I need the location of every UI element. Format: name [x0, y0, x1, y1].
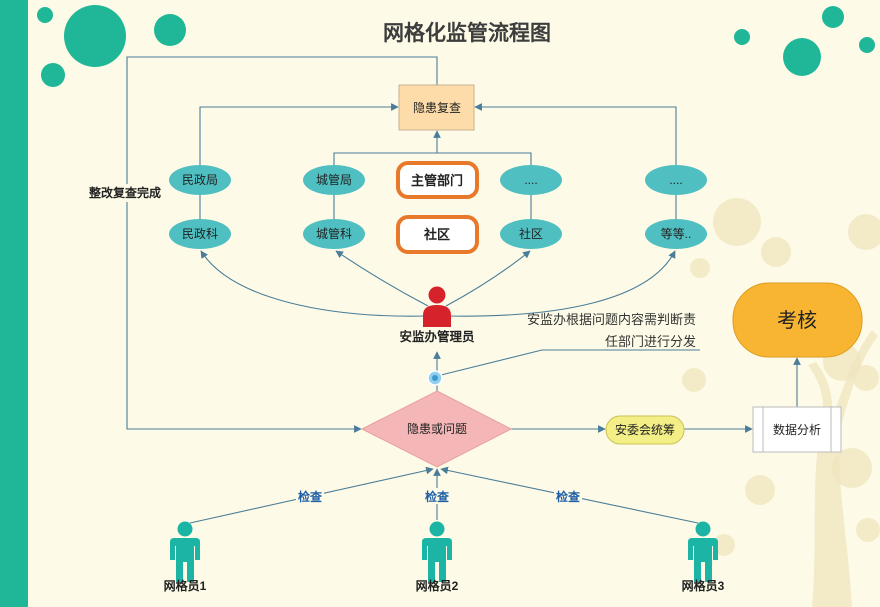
deco-circle [822, 6, 844, 28]
inspector-2-icon [422, 521, 452, 582]
dispatch-note-line1: 安监办根据问题内容需判断责 [527, 312, 696, 327]
loop-label-background [89, 184, 163, 202]
community-box-label: 社区 [423, 227, 450, 242]
check-label-background [423, 488, 451, 504]
committee-label: 安委会统筹 [615, 422, 675, 437]
dept-label: .... [669, 173, 682, 187]
competent-dept-box [396, 161, 479, 199]
analysis-node: 数据分析 [752, 406, 842, 453]
analysis-box [752, 406, 842, 453]
edge-other-to-recheck [474, 103, 677, 165]
annotation-leader-line [440, 349, 700, 376]
connector-dot-inner [432, 375, 438, 381]
check-label: 检查 [556, 489, 581, 504]
tree-foliage [690, 258, 710, 278]
issue-diamond [360, 390, 513, 468]
dept-label: 城管局 [316, 172, 352, 187]
inspector-head [177, 521, 193, 537]
dept-node-urban-section [303, 219, 365, 249]
tree-foliage [745, 475, 775, 505]
dept-label: 城管科 [316, 226, 352, 241]
admin-person-icon [423, 286, 451, 327]
deco-circle [859, 37, 875, 53]
competent-dept-label: 主管部门 [411, 173, 463, 188]
inspector-body [422, 538, 452, 582]
check-label: 检查 [298, 489, 323, 504]
dept-label: 民政科 [182, 227, 218, 241]
recheck-label: 隐患复查 [413, 101, 461, 115]
inspector-body [170, 538, 200, 582]
inspector-label: 网格员3 [682, 578, 725, 593]
inspector-head [695, 521, 711, 537]
deco-circle [154, 14, 186, 46]
left-accent-bar [0, 0, 28, 607]
recheck-node: 隐患复查 [398, 84, 475, 131]
admin-body [423, 305, 451, 327]
deco-circle [734, 29, 750, 45]
decorative-circles [37, 5, 875, 87]
department-row-1: 民政局 城管局 主管部门 .... .... [169, 161, 707, 199]
dept-label: 等等.. [661, 227, 692, 241]
deco-circle [783, 38, 821, 76]
committee-node: 安委会统筹 [605, 415, 685, 445]
dept-label: 民政局 [182, 173, 218, 187]
tree-foliage [832, 448, 872, 488]
edge-civil-bureau-to-recheck [199, 103, 399, 165]
tree-foliage [856, 518, 880, 542]
analysis-label: 数据分析 [773, 422, 821, 437]
check-label-background [296, 488, 324, 504]
assessment-label: 考核 [777, 309, 817, 332]
inspector-3-icon [688, 521, 718, 582]
tree-foliage [713, 534, 735, 556]
connector-dot [427, 370, 443, 386]
check-label-background [554, 488, 582, 504]
inspector-head [429, 521, 445, 537]
deco-circle [64, 5, 126, 67]
tree-trunk [808, 330, 878, 607]
committee-box [605, 415, 685, 445]
tree-foliage [682, 368, 706, 392]
issue-label: 隐患或问题 [407, 422, 467, 436]
tree-foliage [848, 214, 880, 250]
admin-head [428, 286, 446, 304]
dept-node-civil-bureau [169, 165, 231, 195]
loop-label: 整改复查完成 [88, 185, 161, 200]
recheck-box [398, 84, 475, 131]
tree-foliage [853, 365, 879, 391]
deco-circle [37, 7, 53, 23]
dept-label: .... [524, 173, 537, 187]
edge-admin-to-etc [447, 250, 676, 317]
dept-node-civil-section [169, 219, 231, 249]
inspector-label: 网格员2 [416, 578, 459, 593]
tree-foliage [761, 237, 791, 267]
inspector-1-icon [170, 521, 200, 582]
edge-middle-bus [333, 152, 532, 165]
dept-label: 社区 [519, 226, 543, 241]
admin-role-label: 安监办管理员 [399, 329, 475, 344]
tree-decoration [682, 198, 880, 607]
dept-node-more [645, 165, 707, 195]
edge-recheck-loop [126, 56, 438, 433]
dept-node-more [500, 165, 562, 195]
assessment-node: 考核 [732, 282, 863, 358]
dept-node-etc [645, 219, 707, 249]
dispatch-note-line2: 任部门进行分发 [605, 334, 696, 349]
issue-node: 隐患或问题 [360, 390, 513, 468]
tree-foliage [713, 198, 761, 246]
inspector-label: 网格员1 [164, 578, 207, 593]
dept-node-community [500, 219, 562, 249]
check-label: 检查 [425, 489, 450, 504]
page-title: 网格化监管流程图 [383, 21, 551, 45]
assessment-box [732, 282, 863, 358]
community-box [396, 215, 479, 254]
deco-circle [41, 63, 65, 87]
department-row-2: 民政科 城管科 社区 社区 等等.. [169, 215, 707, 254]
edge-admin-to-urban-section [335, 250, 429, 307]
dept-node-urban-bureau [303, 165, 365, 195]
edge-admin-to-civil-section [200, 250, 427, 317]
edge-admin-to-community [445, 250, 531, 307]
inspector-body [688, 538, 718, 582]
